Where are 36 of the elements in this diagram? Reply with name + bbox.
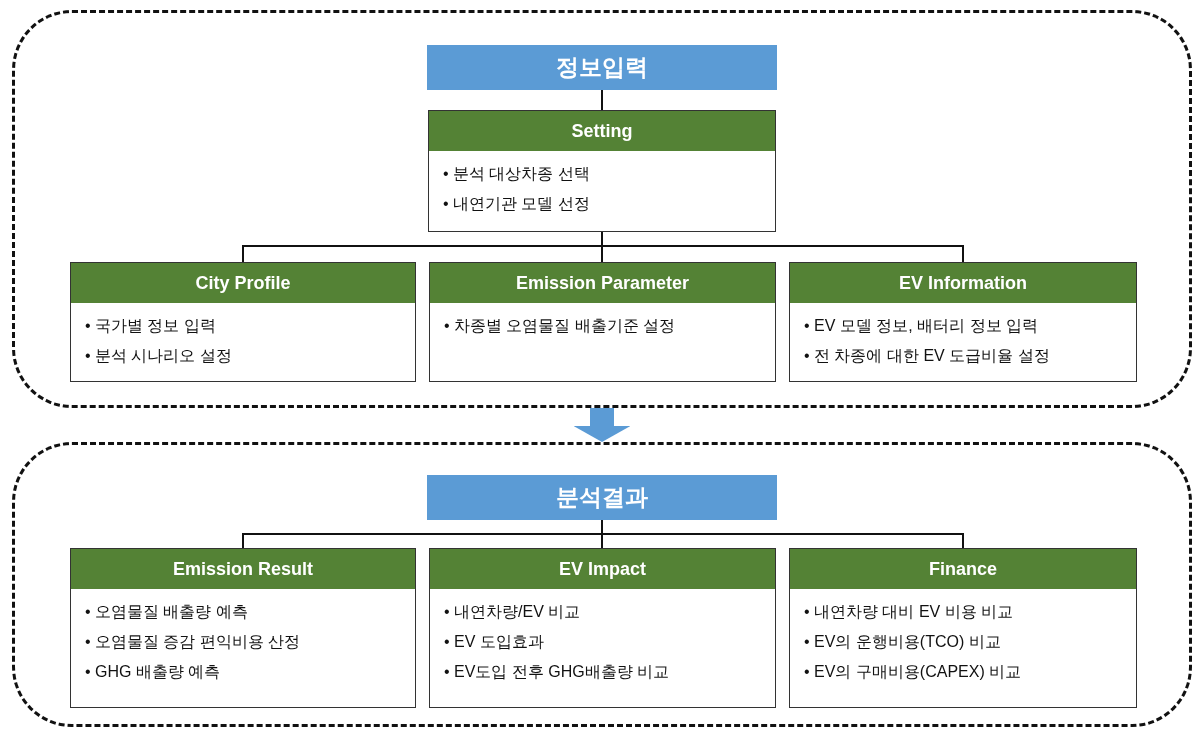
bullet-item: • EV도입 전후 GHG배출량 비교 — [444, 662, 671, 682]
info-panel — [428, 110, 776, 232]
connector-line — [601, 89, 603, 111]
info-panel — [429, 262, 776, 382]
panel-header: Emission Result — [71, 549, 415, 589]
dashed-group-frame — [12, 442, 1192, 727]
bullet-item: • 오염물질 배출량 예측 — [85, 602, 249, 622]
bullet-item: • EV의 운행비용(TCO) 비교 — [804, 632, 1002, 652]
panel-header: Finance — [790, 549, 1136, 589]
bullet-item: • 내연차량/EV 비교 — [444, 602, 582, 622]
bullet-item: • 분석 시나리오 설정 — [85, 346, 233, 366]
bullet-item: • EV 도입효과 — [444, 632, 545, 652]
info-panel — [789, 262, 1137, 382]
bullet-item: • EV 모델 정보, 배터리 정보 입력 — [804, 316, 1040, 336]
bullet-item: • 전 차종에 대한 EV 도급비율 설정 — [804, 346, 1051, 366]
info-panel — [70, 548, 416, 708]
info-panel — [70, 262, 416, 382]
dashed-group-frame — [12, 10, 1192, 408]
section-title-box: 정보입력 — [427, 45, 777, 90]
block-arrow — [573, 408, 631, 442]
panel-header: City Profile — [71, 263, 415, 303]
panel-header: Setting — [429, 111, 775, 151]
bullet-item: • 오염물질 증감 편익비용 산정 — [85, 632, 302, 652]
bullet-item: • 내연기관 모델 선정 — [443, 194, 591, 214]
bullet-item: • 내연차량 대비 EV 비용 비교 — [804, 602, 1015, 622]
panel-header: EV Information — [790, 263, 1136, 303]
info-panel — [429, 548, 776, 708]
info-panel — [789, 548, 1137, 708]
bullet-item: • GHG 배출량 예측 — [85, 662, 222, 682]
panel-header: EV Impact — [430, 549, 775, 589]
bullet-item: • 분석 대상차종 선택 — [443, 164, 591, 184]
bullet-item: • 차종별 오염물질 배출기준 설정 — [444, 316, 677, 336]
bullet-item: • 국가별 정보 입력 — [85, 316, 217, 336]
bullet-item: • EV의 구매비용(CAPEX) 비교 — [804, 662, 1023, 682]
panel-header: Emission Parameter — [430, 263, 775, 303]
section-title-box: 분석결과 — [427, 475, 777, 520]
